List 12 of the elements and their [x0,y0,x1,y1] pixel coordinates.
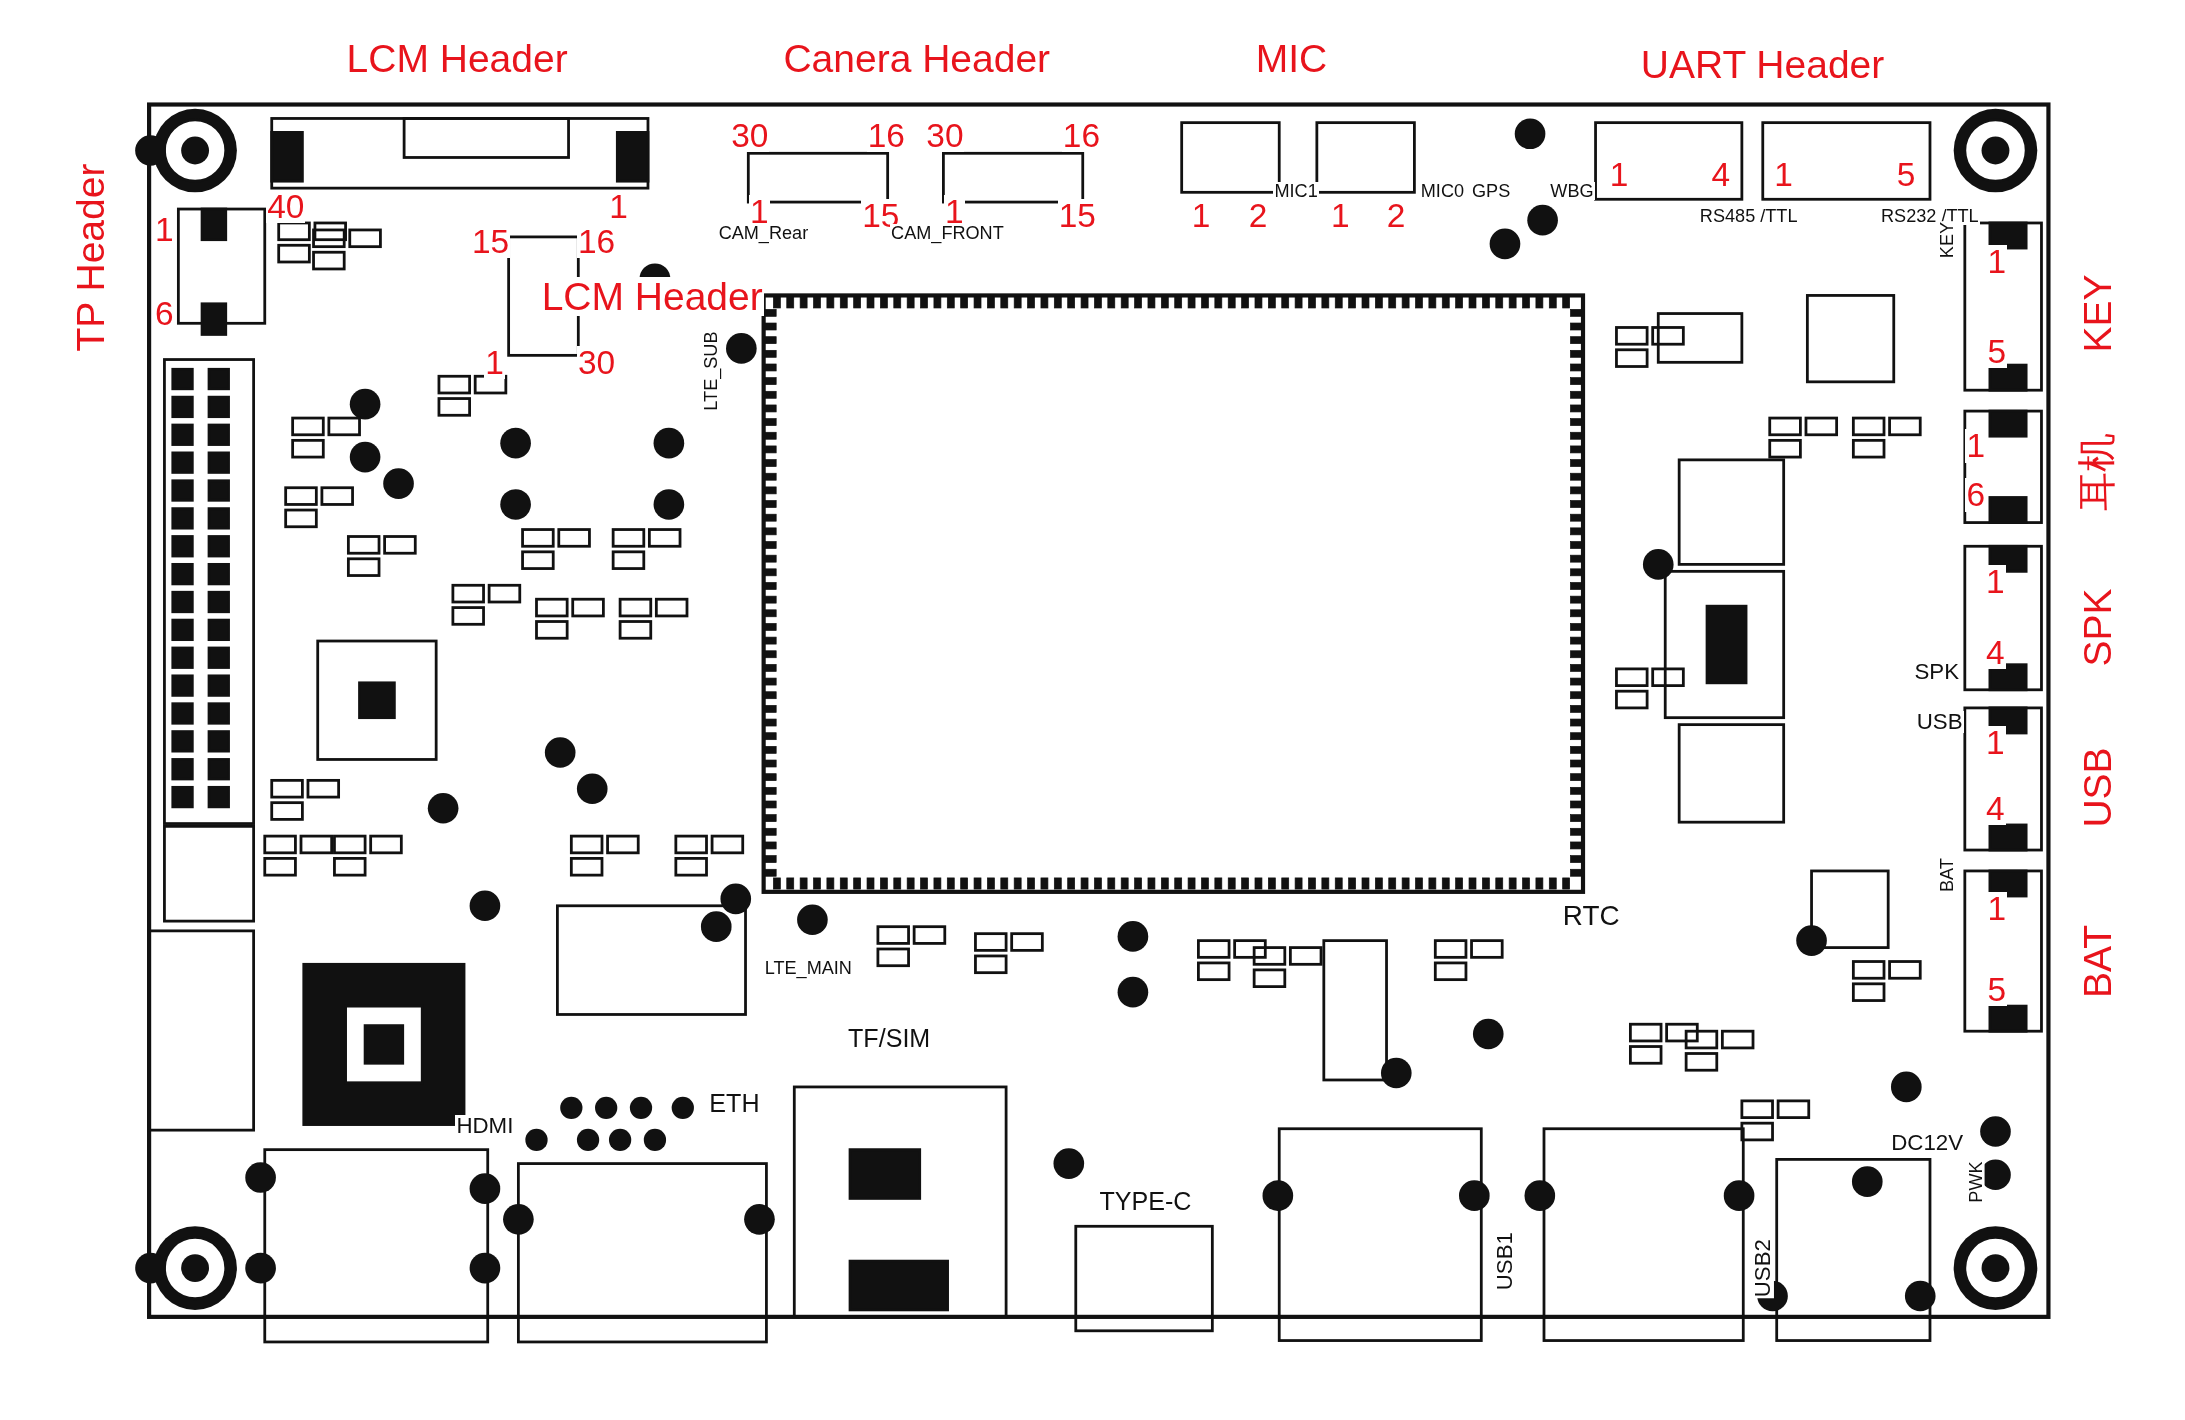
connector-label: 耳机 [2077,431,2117,511]
silkscreen-label: MIC1 [1273,181,1319,200]
silkscreen-label: PWK [1967,1160,1986,1204]
silkscreen-label: LTE_SUB [701,330,720,412]
silkscreen-label: GPS [1471,181,1512,200]
silkscreen-label: USB [1915,710,1964,734]
silkscreen-label: LTE_MAIN [763,959,853,978]
silkscreen-label: BAT [1937,857,1956,894]
silkscreen-label: MIC0 [1419,181,1466,200]
pin-number: 6 [1965,478,1987,512]
silkscreen-label: WBG [1549,181,1595,200]
pin-number: 1 [1965,429,1987,463]
